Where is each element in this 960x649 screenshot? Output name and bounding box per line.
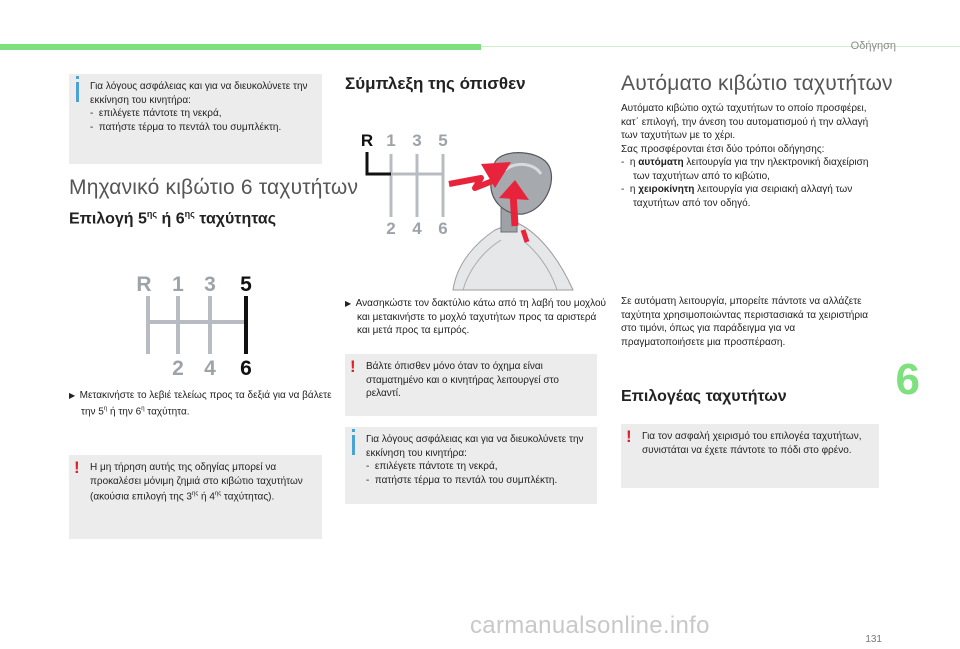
gear-label-6: 6 [240, 357, 252, 380]
automatic-steering-paragraph: Σε αυτόματη λειτουργία, μπορείτε πάντοτε… [621, 296, 869, 348]
gear-label-1: 1 [172, 273, 184, 296]
gear-label-4: 4 [204, 357, 216, 380]
gear-pattern-diagram: R 1 3 5 2 4 6 [136, 273, 252, 380]
reverse-heading: Σύμπλεξη της όπισθεν [345, 74, 526, 93]
gear-instruction: ▶ Μετακινήστε το λεβιέ τελείως προς τα δ… [69, 390, 332, 417]
info-intro: Για λόγους ασφάλειας και για να διευκολύ… [366, 434, 584, 459]
automatic-intro: Αυτόματο κιβώτιο οχτώ ταχυτήτων το οποίο… [621, 102, 879, 210]
gear-label-r: R [361, 131, 373, 150]
info-icon-bar [76, 82, 79, 102]
page-number: 131 [865, 634, 882, 645]
mode-item-automatic: - η αυτόματη λειτουργία για την ηλεκτρον… [621, 157, 869, 182]
gear-label-r: R [136, 273, 151, 296]
warning-icon: ! [74, 458, 80, 477]
automatic-gearbox-heading: Αυτόματο κιβώτιο ταχυτήτων [621, 72, 893, 95]
info-intro: Για λόγους ασφάλειας και για να διευκολύ… [90, 81, 308, 106]
gear-label-2: 2 [386, 219, 395, 238]
info-icon-bar [352, 435, 355, 455]
gear-label-6: 6 [438, 219, 447, 238]
section-title: Οδήγηση [850, 40, 896, 52]
gear-label-1: 1 [386, 131, 395, 150]
chapter-number: 6 [895, 355, 920, 404]
mode-item-manual: - η χειροκίνητη λειτουργία για σειριακή … [621, 184, 853, 209]
warning-icon: ! [626, 427, 632, 446]
info-icon [352, 429, 355, 432]
gear-selection-subheading: Επιλογή 5ης ή 6ης ταχύτητας [69, 209, 277, 228]
warning-box-brake: ! Για τον ασφαλή χειρισμό του επιλογέα τ… [621, 424, 879, 488]
warning-box-reverse: ! Βάλτε όπισθεν μόνο όταν το όχημα είναι… [345, 354, 597, 416]
info-box-safety: Για λόγους ασφάλειας και για να διευκολύ… [69, 74, 322, 164]
info-item: - επιλέγετε πάντοτε τη νεκρά, [90, 108, 222, 119]
arrow-bullet-icon: ▶ [345, 299, 356, 308]
gear-label-5: 5 [438, 131, 447, 150]
info-icon [76, 76, 79, 79]
arrow-left-icon [448, 175, 497, 191]
gear-label-5: 5 [240, 273, 252, 296]
warning-box-damage: ! Η μη τήρηση αυτής της οδηγίας μπορεί ν… [69, 455, 322, 539]
arrow-bullet-icon: ▶ [69, 391, 80, 400]
gear-label-3: 3 [412, 131, 421, 150]
header-divider [481, 46, 960, 47]
manual-gearbox-heading: Μηχανικό κιβώτιο 6 ταχυτήτων [69, 176, 359, 199]
selector-subheading: Επιλογέας ταχυτήτων [621, 388, 787, 405]
header-accent-bar [0, 44, 481, 50]
watermark: carmanualsonline.info [470, 612, 710, 639]
arrowhead-icon [481, 162, 511, 188]
info-item: - επιλέγετε πάντοτε τη νεκρά, [366, 461, 498, 472]
info-box-safety-2: Για λόγους ασφάλειας και για να διευκολύ… [345, 427, 597, 504]
gear-label-2: 2 [172, 357, 184, 380]
reverse-gear-illustration: R 1 3 5 2 4 6 [361, 131, 574, 291]
reverse-instruction: ▶ Ανασηκώστε τον δακτύλιο κάτω από τη λα… [345, 298, 607, 336]
warning-icon: ! [350, 357, 356, 376]
gear-label-4: 4 [412, 219, 422, 238]
gear-label-3: 3 [204, 273, 216, 296]
info-item: - πατήστε τέρμα το πεντάλ του συμπλέκτη. [366, 474, 558, 486]
info-item: - πατήστε τέρμα το πεντάλ του συμπλέκτη. [90, 121, 282, 133]
